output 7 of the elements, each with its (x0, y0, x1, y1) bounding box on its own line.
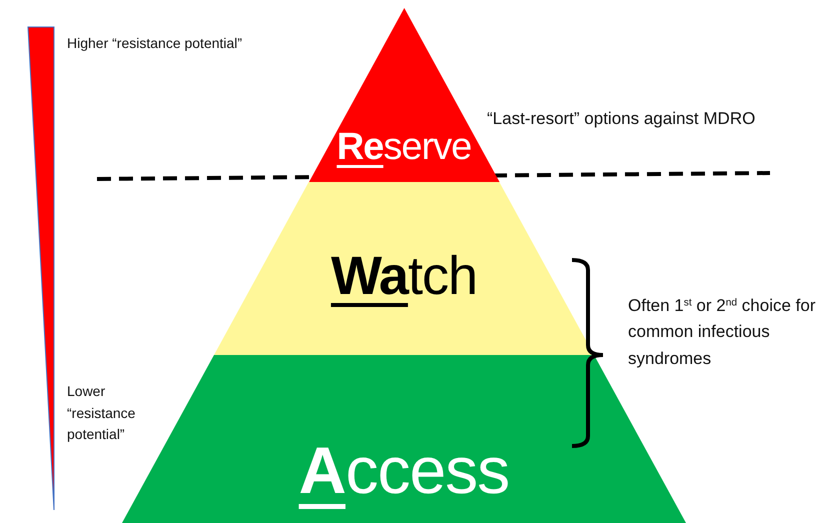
annotation-text: Often 1$^{st}$ or 2$^{nd}$ choice for common infectious syndromes (628, 295, 817, 370)
annotation-text: Lower “resistance potential” (67, 382, 136, 444)
annotation-text: “Last-resort” options against MDRO (487, 108, 756, 130)
tier-label: Reserve (336, 128, 472, 166)
tier-label: Access (298, 437, 510, 503)
tier-label: Watch (330, 249, 477, 303)
annotation-text: Higher “resistance potential” (67, 34, 244, 53)
